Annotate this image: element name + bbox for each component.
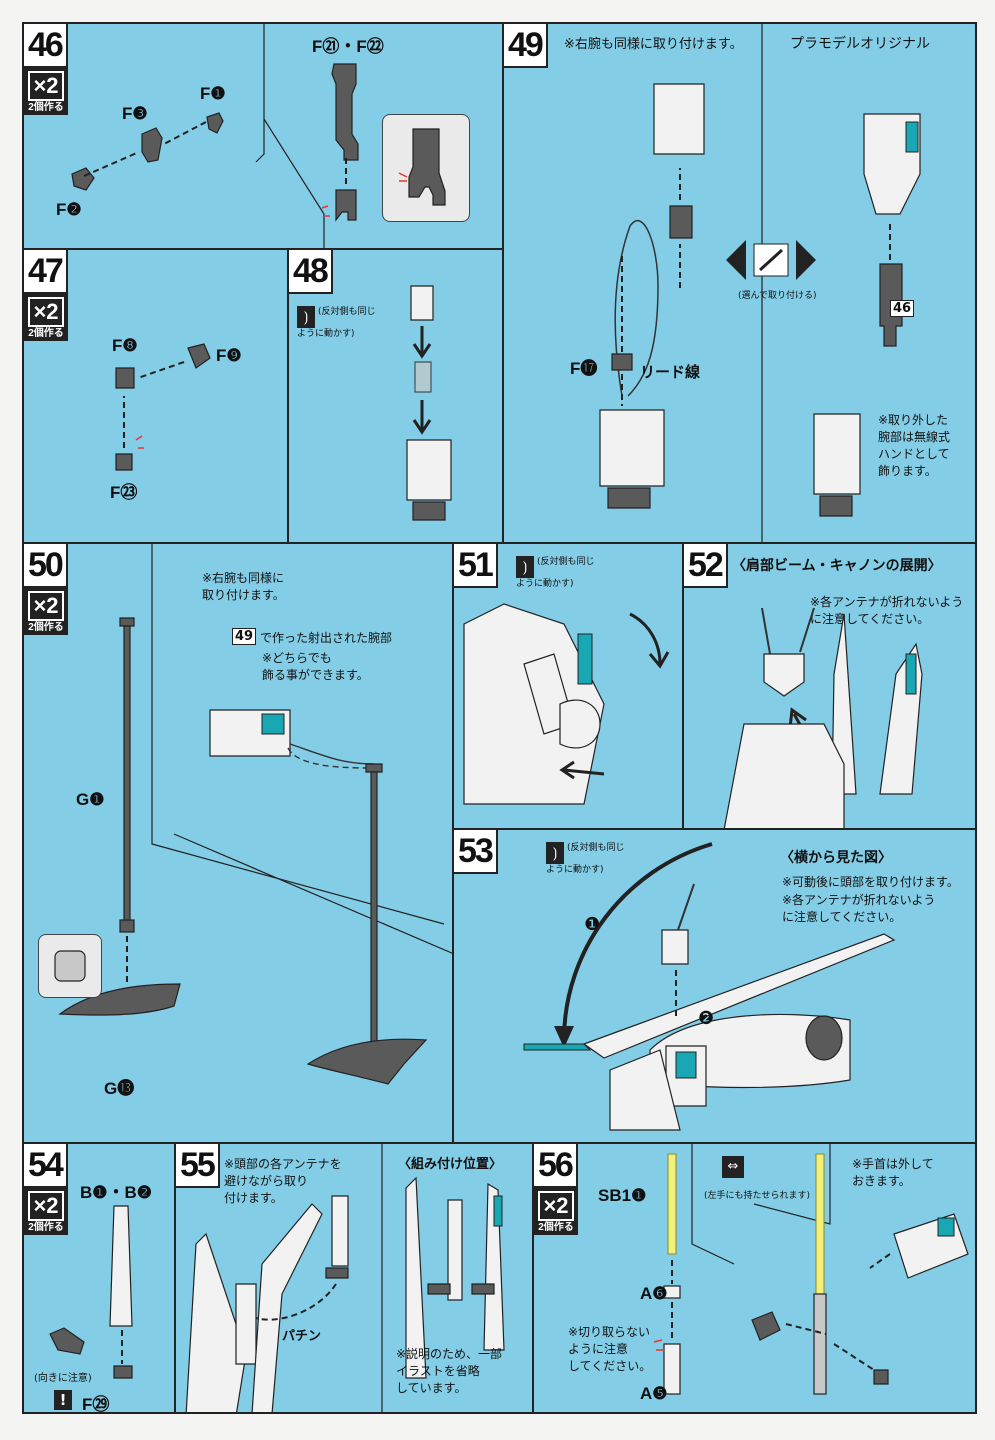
move-both-sides-note: ⟯(反対側も同じ ように動かす)	[516, 556, 595, 589]
step-number: 49	[504, 24, 548, 68]
cannon-deploy-title: 〈肩部ビーム・キャノンの展開〉	[732, 558, 942, 574]
step-number: 54	[24, 1144, 68, 1188]
mirror-icon: ⟯	[297, 306, 315, 328]
step-46-illustration	[71, 24, 359, 248]
step-54-illustration	[49, 1205, 133, 1379]
step-50-illustration	[58, 544, 452, 1085]
part-f17: F⓱	[570, 359, 598, 378]
left-hand-note: (左手にも持たせられます)	[704, 1191, 811, 1201]
part-a6: A❻	[640, 1284, 668, 1303]
step-53-panel: 53 ⟯(反対側も同じ ように動かす) 〈横から見た図〉 ※可動後に頭部を取り付…	[454, 830, 975, 1144]
step-49-illustration	[599, 24, 921, 542]
step-number: 53	[454, 830, 498, 874]
do-not-cut-note: ※切り取らない ように注意 してください。	[568, 1325, 652, 1373]
choose-label: (選んで取り付ける)	[738, 291, 817, 301]
attach-step-2: ❷	[698, 1008, 715, 1029]
step-number: 46	[24, 24, 68, 68]
step-number: 50	[24, 544, 68, 588]
right-arm-note: ※右腕も同様に 取り付けます。	[202, 571, 285, 602]
step-56-illustration	[653, 1144, 969, 1395]
step-55-illustration	[185, 1144, 505, 1412]
side-view-title: 〈横から見た図〉	[780, 850, 892, 866]
antenna-note: ※各アンテナが折れないよう に注意してください。	[782, 893, 936, 924]
swap-hands-icon: ⇔	[722, 1156, 744, 1178]
step-number: 52	[684, 544, 728, 588]
step-55-panel: 55 ※頭部の各アンテナを 避けながら取り 付けます。 〈組み付け位置〉 パチン…	[176, 1144, 534, 1412]
step-51-panel: 51 ⟯(反対側も同じ ように動かす)	[454, 544, 684, 830]
step-47-illustration	[115, 343, 211, 471]
part-f23: F㉓	[110, 483, 138, 502]
warning-icon: !	[54, 1390, 72, 1410]
part-f29: F㉙	[82, 1395, 110, 1414]
detail-zoom	[382, 114, 470, 222]
move-both-sides-note: ⟯(反対側も同じ ように動かす)	[546, 842, 625, 875]
ref-step-49: 49	[232, 628, 257, 645]
direction-note: (向きに注意)	[34, 1373, 92, 1384]
part-f9: F❾	[216, 346, 242, 365]
step-51-illustration	[463, 603, 670, 805]
step-48-panel: 48 ⟯(反対側も同じ ように動かす)	[289, 250, 504, 544]
step-number: 55	[176, 1144, 220, 1188]
display-note: ※どちらでも 飾る事ができます。	[262, 651, 369, 682]
part-b1-b2: B❶・B❷	[80, 1183, 153, 1202]
step-53-illustration	[523, 842, 896, 1131]
part-f21-f22: F㉑・F㉒	[312, 37, 384, 56]
part-g13: G⓭	[104, 1079, 135, 1098]
rotate-step-1: ❶	[584, 914, 601, 935]
right-arm-note: ※右腕も同様に取り付けます。	[564, 37, 743, 52]
part-sb1: SB1❶	[598, 1186, 647, 1205]
step-52-illustration	[723, 607, 923, 828]
move-both-sides-note: ⟯(反対側も同じ ように動かす)	[297, 306, 376, 339]
step-number: 51	[454, 544, 498, 588]
mirror-icon: ⟯	[546, 842, 564, 864]
mirror-icon: ⟯	[516, 556, 534, 578]
ref-step-46: 46	[890, 300, 915, 317]
part-f3: F❸	[122, 104, 148, 123]
antenna-note: ※各アンテナが折れないよう に注意してください。	[810, 595, 964, 626]
lead-wire-label: リード線	[640, 363, 701, 381]
part-g1: G❶	[76, 790, 105, 809]
joint-detail	[38, 934, 102, 998]
part-f1: F❶	[200, 84, 226, 103]
snap-label: パチン	[282, 1329, 322, 1344]
removed-arm-note: ※取り外した 腕部は無線式 ハンドとして 飾ります。	[878, 413, 951, 478]
step-number: 56	[534, 1144, 578, 1188]
step-number: 47	[24, 250, 68, 294]
ejected-arm-note: で作った射出された腕部	[260, 631, 393, 645]
head-attach-note: ※可動後に頭部を取り付けます。	[782, 875, 959, 889]
step-52-panel: 52 〈肩部ビーム・キャノンの展開〉 ※各アンテナが折れないよう に注意してくだ…	[684, 544, 975, 830]
step-49-panel: 49 ※右腕も同様に取り付けます。 プラモデルオリジナル (選んで取り付ける	[504, 24, 975, 544]
omitted-note: ※説明のため、一部 イラストを省略 しています。	[396, 1347, 503, 1395]
remove-wrist-note: ※手首は外して おきます。	[852, 1157, 934, 1188]
position-title: 〈組み付け位置〉	[398, 1157, 503, 1172]
avoid-antenna-note: ※頭部の各アンテナを 避けながら取り 付けます。	[224, 1157, 342, 1205]
part-f8: F❽	[112, 336, 138, 355]
step-48-illustration	[406, 285, 452, 521]
original-label: プラモデルオリジナル	[790, 36, 930, 52]
part-a5: A❺	[640, 1384, 668, 1403]
step-number: 48	[289, 250, 333, 294]
part-f2: F❷	[56, 200, 82, 219]
